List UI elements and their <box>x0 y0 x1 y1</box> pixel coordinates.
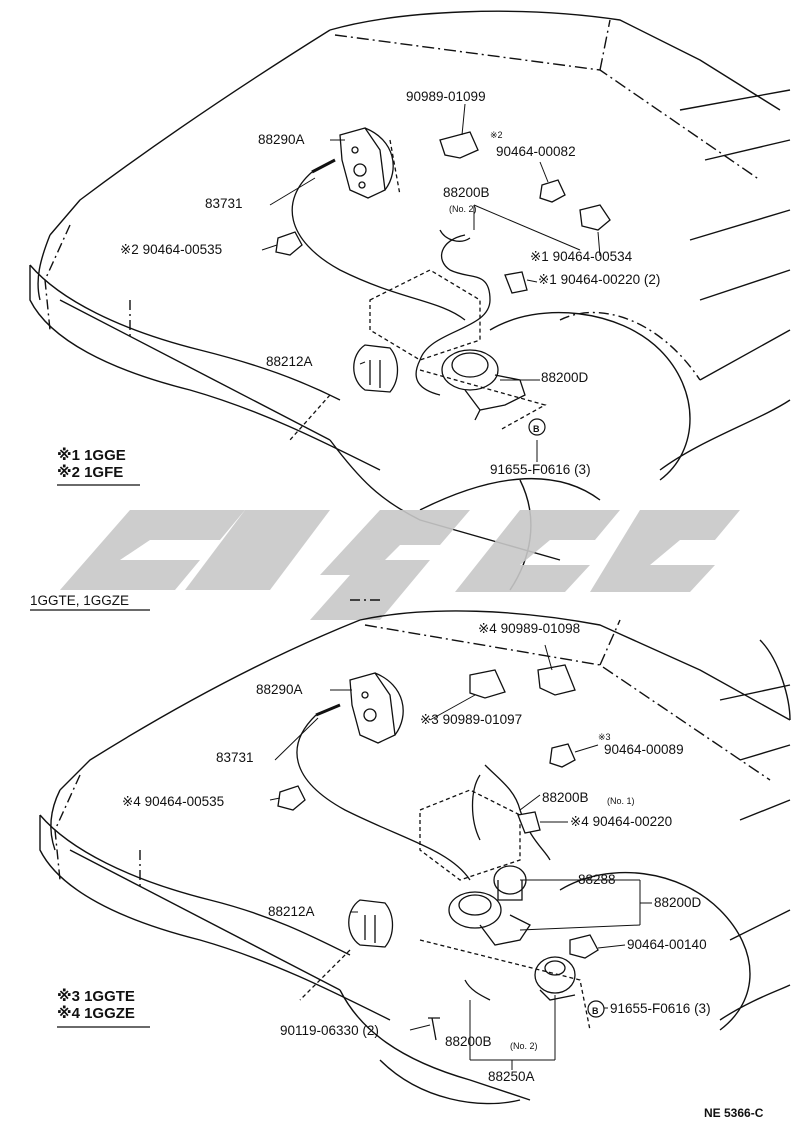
b-marker-bottom <box>587 1000 605 1018</box>
top-hose-88200B <box>415 234 491 396</box>
bottom-clip-90464-00220 <box>517 811 541 834</box>
label-90464-00535-bottom: ※4 90464-00535 <box>122 794 225 809</box>
top-actuator-88200D <box>441 349 526 421</box>
label-88200B-top: 88200B <box>443 185 490 200</box>
label-no2-bottom: (No. 2) <box>510 1041 538 1051</box>
label-90119-06330: 90119-06330 (2) <box>280 1023 379 1038</box>
bottom-cable-83731 <box>296 714 471 881</box>
top-clip-90464-00535 <box>275 231 303 256</box>
bottom-clip-90989-01098 <box>537 664 576 696</box>
top-leader-lines <box>261 103 601 462</box>
bottom-hose-88200B-no1 <box>484 764 551 861</box>
top-clip-90464-00082 <box>539 179 566 203</box>
label-90464-00089: 90464-00089 <box>604 742 684 757</box>
bottom-tank-88250A <box>534 956 576 1001</box>
label-90464-00220-bottom: ※4 90464-00220 <box>570 814 673 829</box>
label-88212A-bottom: 88212A <box>268 904 315 919</box>
legend-2-1gfe: ※2 1GFE <box>57 464 124 481</box>
bottom-clip-90989-01097 <box>469 669 506 699</box>
label-91655-bottom: 91655-F0616 (3) <box>610 1001 711 1016</box>
label-88290A-top: 88290A <box>258 132 305 147</box>
top-components <box>275 127 611 441</box>
top-cable-83731 <box>291 171 466 321</box>
bottom-hose-88200B-no2 <box>464 979 491 1001</box>
label-83731-bottom: 83731 <box>216 750 254 765</box>
bottom-bolt-90119 <box>428 1017 440 1041</box>
top-clip-90464-00220 <box>504 271 528 294</box>
label-88200B-no1: 88200B <box>542 790 589 805</box>
bottom-clip-88212A <box>348 899 394 948</box>
label-90464-00220-top: ※1 90464-00220 (2) <box>538 272 661 287</box>
label-83731-top: 83731 <box>205 196 243 211</box>
top-clip-90464-00534 <box>579 204 611 231</box>
top-clip-88212A <box>353 344 399 393</box>
label-88200D-bottom: 88200D <box>654 895 702 910</box>
top-clip-90989-01099 <box>439 131 479 159</box>
label-90989-01098: ※4 90989-01098 <box>478 621 581 636</box>
variant-title: 1GGTE, 1GGZE <box>30 593 130 608</box>
label-88200D-top: 88200D <box>541 370 589 385</box>
label-b-circle-bottom: B <box>592 1006 599 1016</box>
label-91655-top: 91655-F0616 (3) <box>490 462 591 477</box>
label-no1: (No. 1) <box>607 796 635 806</box>
label-90464-00082: 90464-00082 <box>496 144 576 159</box>
drawing-code: NE 5366-C <box>704 1106 764 1120</box>
label-88290A-bottom: 88290A <box>256 682 303 697</box>
top-car-outline <box>29 10 791 591</box>
bottom-clip-90464-00140 <box>569 934 599 959</box>
label-90989-01097: ※3 90989-01097 <box>420 712 523 727</box>
label-b-circle-top: B <box>533 424 540 434</box>
label-88250A: 88250A <box>488 1069 535 1084</box>
label-88288: 88288 <box>578 872 616 887</box>
legend-4-1ggze: ※4 1GGZE <box>57 1005 135 1022</box>
label-mark-2-top: ※2 <box>490 130 503 140</box>
label-90464-00140: 90464-00140 <box>627 937 707 952</box>
bottom-actuator-88200D <box>448 891 531 946</box>
bottom-valve-88288 <box>493 865 527 901</box>
bottom-components <box>277 664 599 1041</box>
label-90989-01099: 90989-01099 <box>406 89 486 104</box>
label-no2-top: (No. 2) <box>449 204 477 214</box>
bottom-legend: ※3 1GGTE ※4 1GGZE <box>57 988 135 1022</box>
legend-1-1gge: ※1 1GGE <box>57 447 126 464</box>
watermark-logo <box>60 510 740 620</box>
bottom-clip-90464-00089 <box>549 743 576 768</box>
top-actuator-88290A <box>339 127 394 199</box>
label-90464-00534: ※1 90464-00534 <box>530 249 633 264</box>
bottom-actuator-88290A <box>349 672 404 744</box>
b-marker-top <box>528 418 546 436</box>
label-90464-00535-top: ※2 90464-00535 <box>120 242 223 257</box>
legend-3-1ggte: ※3 1GGTE <box>57 988 135 1005</box>
bottom-clip-90464-00535 <box>277 785 306 811</box>
top-legend: ※1 1GGE ※2 1GFE <box>57 447 126 481</box>
bottom-car-outline <box>39 599 791 1105</box>
label-88212A-top: 88212A <box>266 354 313 369</box>
label-mark-3: ※3 <box>598 732 611 742</box>
label-88200B-no2: 88200B <box>445 1034 492 1049</box>
